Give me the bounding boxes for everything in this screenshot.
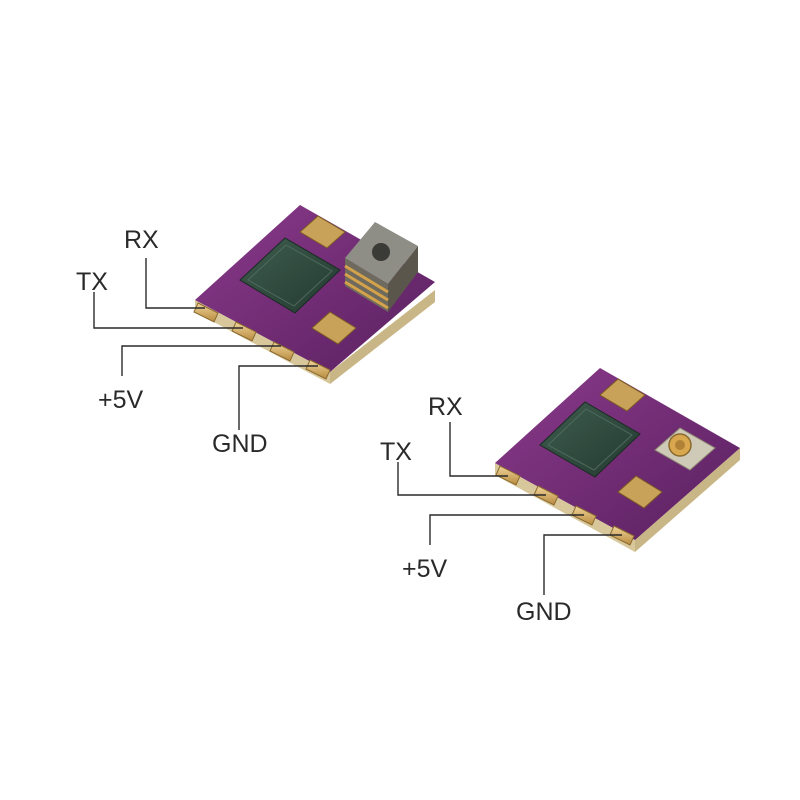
rx-leader xyxy=(449,422,508,477)
crystal-component xyxy=(599,378,646,412)
rx-label: RX xyxy=(124,226,159,254)
pcb-edge-side xyxy=(635,448,740,552)
main-chip xyxy=(539,401,641,478)
v5-label: +5V xyxy=(98,386,144,414)
gnd-label: GND xyxy=(212,430,268,458)
v5-pad xyxy=(269,341,295,362)
gnd-leader xyxy=(543,534,622,595)
rx-leader xyxy=(145,258,205,309)
pcb-edge xyxy=(195,300,330,384)
receiver-module-2: RX TX +5V GND xyxy=(380,368,740,626)
crystal-component xyxy=(299,215,346,249)
tx-leader xyxy=(93,292,243,329)
small-component xyxy=(311,311,357,345)
small-component xyxy=(617,475,663,509)
ceramic-antenna xyxy=(344,222,418,312)
v5-leader xyxy=(429,514,584,545)
pcb-edge xyxy=(495,463,635,552)
v5-leader xyxy=(121,345,281,376)
rx-label: RX xyxy=(428,393,463,421)
leader-lines xyxy=(397,422,622,595)
tx-label: TX xyxy=(380,438,412,466)
pcb-edge-side xyxy=(330,290,435,384)
ipex-connector xyxy=(654,427,716,471)
tx-leader xyxy=(397,462,546,496)
gnd-leader xyxy=(238,365,318,430)
tx-label: TX xyxy=(76,268,108,296)
v5-label: +5V xyxy=(402,555,448,583)
leader-lines xyxy=(93,258,318,430)
gnd-label: GND xyxy=(516,598,572,626)
receiver-module-1: RX TX +5V GND xyxy=(76,205,435,458)
main-chip xyxy=(239,237,341,314)
